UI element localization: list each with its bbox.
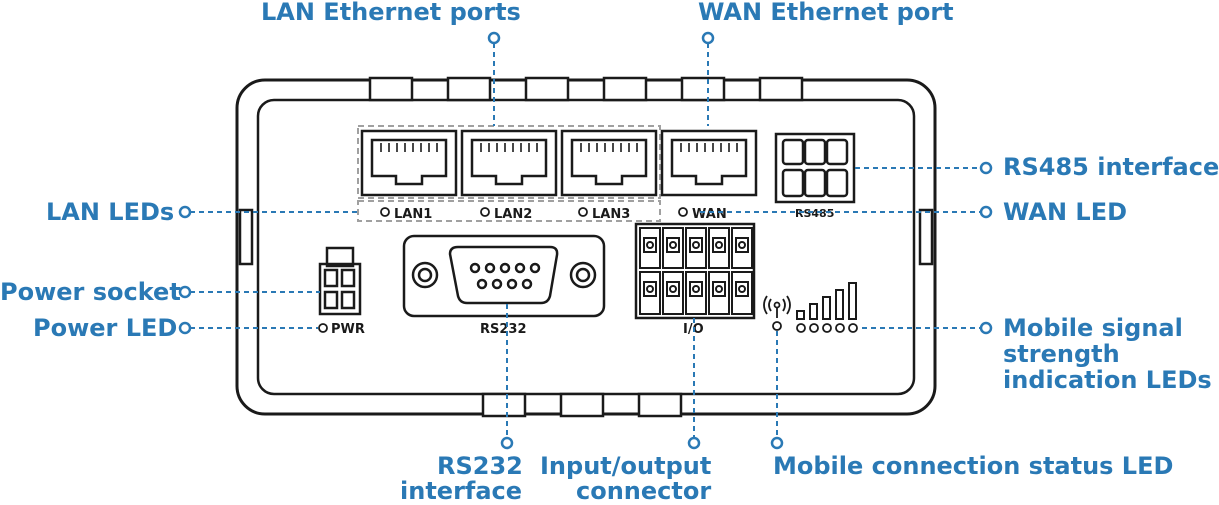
rs485-label: RS485 [795, 207, 834, 220]
ethernet-ports [360, 129, 758, 197]
callout-rs232-line2: interface [400, 477, 523, 505]
wan-label: WAN [692, 207, 727, 222]
lan2-label: LAN2 [494, 207, 532, 222]
side-tabs [238, 208, 934, 266]
status-leds [318, 207, 688, 333]
lan3-port [560, 129, 658, 197]
callout-power-socket: Power socket [0, 278, 181, 306]
callout-mobile-status: Mobile connection status LED [773, 452, 1174, 480]
rs232-db9-connector [402, 234, 606, 318]
mobile-status-led [772, 321, 782, 331]
pwr-label: PWR [331, 322, 365, 337]
wan-port [660, 129, 758, 197]
bottom-notches [481, 392, 683, 418]
lan3-led [578, 207, 588, 217]
callout-mobile-signal-line1: Mobile signal [1003, 314, 1183, 342]
lan-group-outline [357, 125, 661, 222]
callout-mobile-signal-line2: strength [1003, 340, 1120, 368]
lan2-led [480, 207, 490, 217]
leader-endpoints [178, 31, 993, 450]
callout-io-line2: connector [576, 477, 712, 505]
io-terminal-block [634, 222, 756, 320]
callout-lan-leds: LAN LEDs [46, 198, 175, 226]
rs485-connector [774, 132, 856, 204]
power-socket [318, 246, 362, 316]
callout-wan-port: WAN Ethernet port [698, 0, 954, 26]
rs232-label: RS232 [480, 322, 527, 337]
lan1-port [360, 129, 458, 197]
wan-led [678, 207, 688, 217]
callout-lan-ports: LAN Ethernet ports [261, 0, 521, 26]
lan3-label: LAN3 [592, 207, 630, 222]
mobile-signal-bars [796, 282, 857, 320]
lan1-led [380, 207, 390, 217]
antenna-icon [763, 295, 791, 318]
mobile-signal-leds [796, 323, 858, 333]
power-led [318, 323, 328, 333]
callout-rs232-line1: RS232 [437, 452, 523, 480]
leader-lines [190, 43, 981, 440]
callout-rs485-interface: RS485 interface [1003, 153, 1219, 181]
callout-wan-led: WAN LED [1003, 198, 1128, 226]
callout-mobile-signal-line3: indication LEDs [1003, 366, 1212, 394]
top-notches [368, 76, 804, 102]
lan2-port [460, 129, 558, 197]
callout-power-led: Power LED [33, 314, 178, 342]
callout-io-line1: Input/output [540, 452, 712, 480]
lan1-label: LAN1 [394, 207, 432, 222]
